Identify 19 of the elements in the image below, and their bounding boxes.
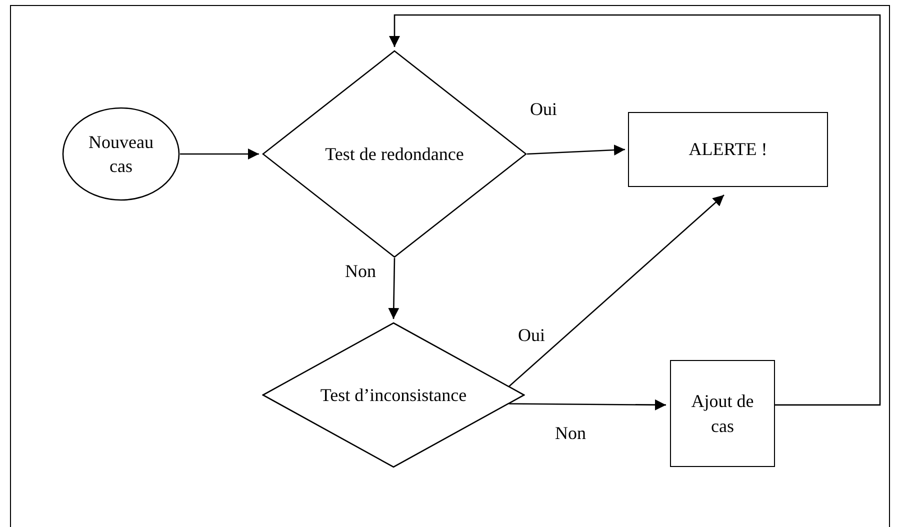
edge-label: Oui xyxy=(530,98,557,121)
edge-label: Non xyxy=(345,260,376,283)
arrow xyxy=(508,194,724,387)
process-box xyxy=(670,360,775,467)
arrow xyxy=(526,144,626,156)
node-label: Nouveau cas xyxy=(88,130,154,178)
arrow xyxy=(389,14,881,406)
decision-diamond xyxy=(262,50,527,258)
node-label: ALERTE ! xyxy=(688,138,768,162)
edge-label: Non xyxy=(555,422,586,445)
process-box xyxy=(628,112,828,187)
arrow xyxy=(180,148,259,160)
start-ellipse xyxy=(62,107,180,201)
arrow xyxy=(388,258,400,320)
node-label: Ajout de cas xyxy=(690,390,755,438)
edge-label: Oui xyxy=(518,324,545,347)
node-label: Test de redondance xyxy=(324,142,465,166)
arrow xyxy=(509,399,666,410)
node-label: Test d’inconsistance xyxy=(319,384,468,407)
